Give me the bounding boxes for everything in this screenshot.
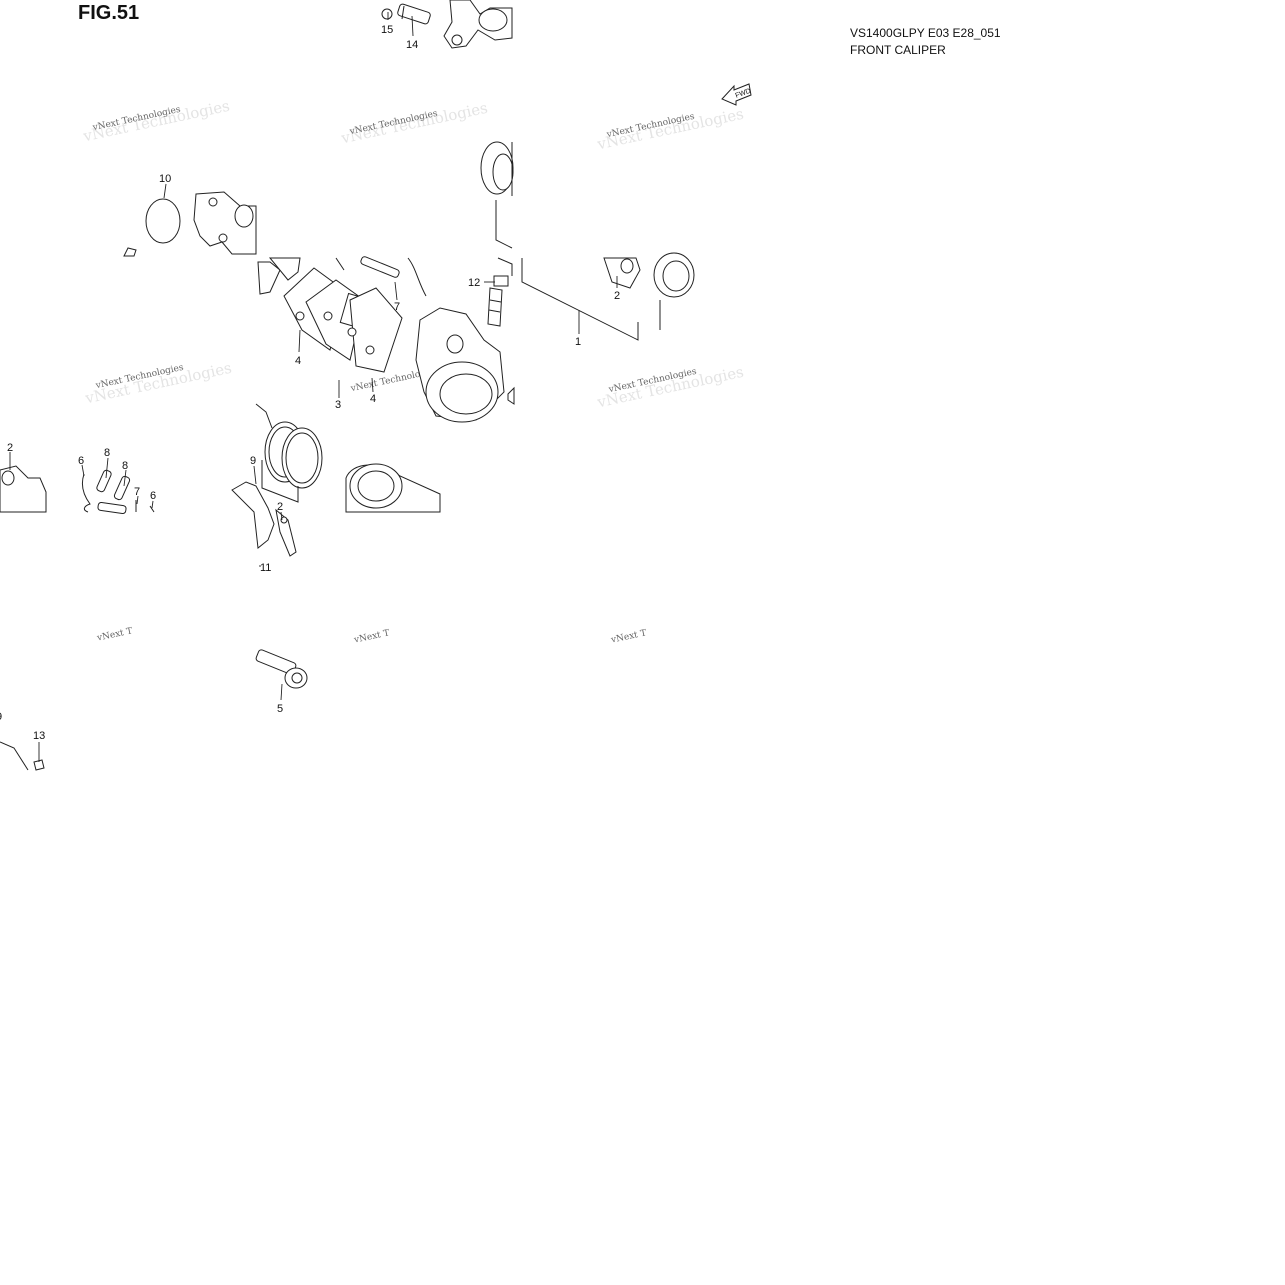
callout-4: 4 [295,355,301,367]
callout-15: 15 [381,24,393,36]
pad-spring-6-8-left [81,469,155,515]
figure-title: FIG.51 [78,2,140,24]
caliper-housing-1 [480,141,695,341]
callout-2: 2 [7,442,13,454]
callout-1: 1 [575,336,581,348]
caliper-body-center [415,307,515,423]
section-name: FRONT CALIPER [850,43,946,57]
fwd-arrow-icon: FWD [721,83,752,106]
bracket-9-clip-11 [231,481,297,557]
pistons-center [345,463,441,513]
caliper-bracket-top [443,0,513,49]
callout-7: 7 [394,301,400,313]
callout-11: 11 [260,562,271,574]
callout-2: 2 [277,501,283,513]
callout-13: 13 [33,730,45,742]
bleeder-cap-13 [0,741,45,771]
callout-6: 6 [78,455,84,467]
bolt-14 [397,3,431,25]
cap-10 [145,198,181,244]
callout-4: 4 [370,393,376,405]
callout-8: 8 [104,447,110,459]
brake-pads-3-4 [257,257,403,373]
piston-seal-2-left [0,465,47,513]
pad-pin-7-top [360,256,427,297]
callout-9: 9 [0,711,2,723]
leader-lines [9,12,618,762]
caliper-bracket-10 [123,191,257,257]
callout-9: 9 [250,455,256,467]
callout-10: 10 [159,173,171,185]
bleeder-valve-12 [487,257,513,327]
callout-7: 7 [134,486,140,498]
callout-12: 12 [468,277,480,289]
callout-6: 6 [150,490,156,502]
callout-5: 5 [277,703,283,715]
washer-15 [381,8,393,20]
figure-header: VS1400GLPY E03 E28_051 FRONT CALIPER [850,25,1001,59]
bolt-5 [255,649,308,689]
model-code: VS1400GLPY E03 E28_051 [850,26,1001,40]
callout-2: 2 [614,290,620,302]
callout-8: 8 [122,460,128,472]
callout-labels: 15 14 10 7 12 2 1 4 3 4 2 8 6 8 7 6 9 2 … [0,24,620,742]
callout-14: 14 [406,39,418,51]
callout-3: 3 [335,399,341,411]
piston-seals-9-2 [255,403,323,503]
